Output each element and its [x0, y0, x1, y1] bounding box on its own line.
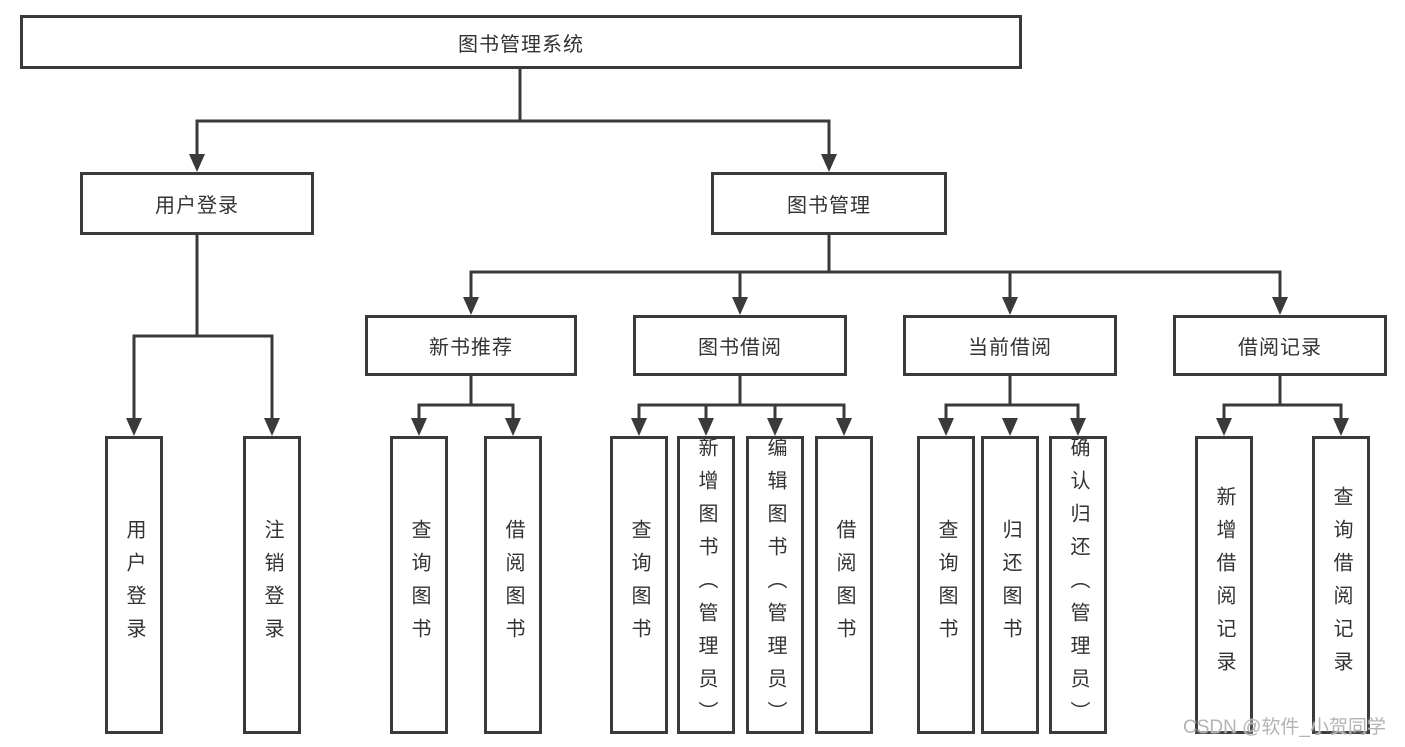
node-label: 新书推荐 — [429, 337, 513, 359]
leaf-query-books: 查询图书 — [610, 436, 668, 734]
leaf-query-borrow-record: 查询借阅记录 — [1312, 436, 1370, 734]
leaf-label: 新增图书（管理员） — [695, 436, 717, 734]
leaf-label: 借阅图书 — [502, 519, 524, 651]
leaf-label: 确认归还（管理员） — [1067, 436, 1089, 734]
leaf-user-login: 用户登录 — [105, 436, 163, 734]
leaf-borrow-books: 借阅图书 — [484, 436, 542, 734]
node-library-system: 图书管理系统 — [20, 15, 1022, 69]
leaf-label: 新增借阅记录 — [1213, 486, 1235, 684]
node-label: 用户登录 — [155, 195, 239, 217]
node-label: 图书管理 — [787, 195, 871, 217]
node-label: 借阅记录 — [1238, 337, 1322, 359]
node-new-book-recommendation: 新书推荐 — [365, 315, 577, 376]
leaf-confirm-return-admin: 确认归还（管理员） — [1049, 436, 1107, 734]
node-borrowing-records: 借阅记录 — [1173, 315, 1387, 376]
leaf-query-books: 查询图书 — [390, 436, 448, 734]
leaf-label: 归还图书 — [999, 519, 1021, 651]
leaf-label: 查询借阅记录 — [1330, 486, 1352, 684]
leaf-label: 查询图书 — [935, 519, 957, 651]
node-label: 当前借阅 — [968, 337, 1052, 359]
leaf-label: 用户登录 — [123, 519, 145, 651]
leaf-add-borrow-record: 新增借阅记录 — [1195, 436, 1253, 734]
csdn-watermark: CSDN @软件_小贺同学 — [1183, 717, 1386, 738]
leaf-label: 查询图书 — [628, 519, 650, 651]
node-current-borrowing: 当前借阅 — [903, 315, 1117, 376]
node-book-borrowing: 图书借阅 — [633, 315, 847, 376]
leaf-label: 借阅图书 — [833, 519, 855, 651]
leaf-label: 注销登录 — [261, 519, 283, 651]
node-book-management: 图书管理 — [711, 172, 947, 235]
leaf-query-books: 查询图书 — [917, 436, 975, 734]
leaf-edit-book-admin: 编辑图书（管理员） — [746, 436, 804, 734]
node-label: 图书管理系统 — [458, 33, 584, 56]
leaf-return-books: 归还图书 — [981, 436, 1039, 734]
leaf-label: 编辑图书（管理员） — [764, 436, 786, 734]
leaf-logout: 注销登录 — [243, 436, 301, 734]
leaf-label: 查询图书 — [408, 519, 430, 651]
leaf-borrow-books: 借阅图书 — [815, 436, 873, 734]
node-user-login: 用户登录 — [80, 172, 314, 235]
leaf-add-book-admin: 新增图书（管理员） — [677, 436, 735, 734]
node-label: 图书借阅 — [698, 337, 782, 359]
